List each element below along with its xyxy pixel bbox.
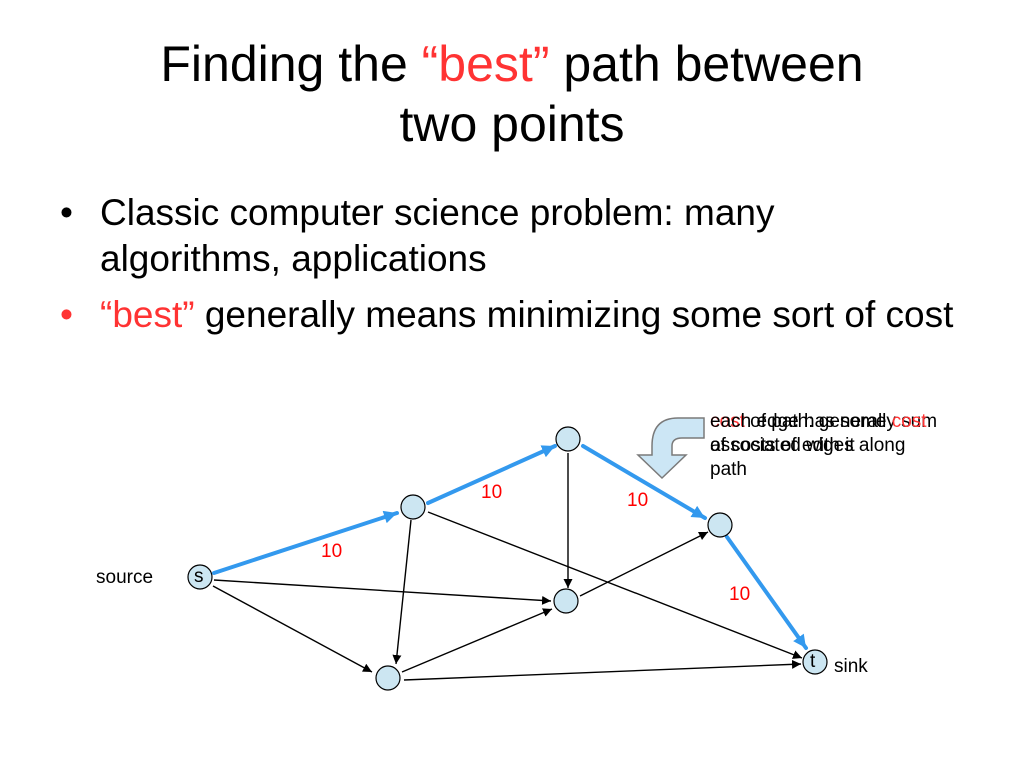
path-edge xyxy=(426,444,557,505)
node xyxy=(555,426,581,452)
title-prefix: Finding the xyxy=(160,36,422,92)
edge-weight: 10 xyxy=(321,541,343,562)
path-edge xyxy=(581,444,707,520)
path-edge xyxy=(725,535,808,650)
bullet-item-1: • Classic computer science problem: many… xyxy=(60,190,960,282)
edges-best-path xyxy=(212,444,808,650)
edges-black xyxy=(212,453,803,681)
edge xyxy=(213,579,552,605)
edge xyxy=(427,511,803,659)
bullet-text: Classic computer science problem: many a… xyxy=(100,192,775,279)
callout-path-cost: cost of path: generally sum of costs of … xyxy=(710,410,940,482)
edge xyxy=(392,519,412,665)
bullet-highlight: “best” xyxy=(100,294,195,335)
bullet-text: generally means minimizing some sort of … xyxy=(194,294,954,335)
node xyxy=(375,665,401,691)
nodes xyxy=(187,426,828,691)
edge-weight: 10 xyxy=(627,490,649,511)
callout-highlight: cost xyxy=(891,411,927,432)
callout-highlight: cost xyxy=(710,411,745,432)
callout-text: associated with it xyxy=(710,435,855,456)
node-label-s: s xyxy=(194,566,204,587)
callout-edge-cost: each edge has some cost associated with … xyxy=(710,410,970,458)
edge-weight: 10 xyxy=(481,482,503,503)
title-suffix: path between xyxy=(549,36,864,92)
callout-text: of path: generally sum of costs of edges… xyxy=(710,411,938,480)
node xyxy=(400,494,426,520)
bullet-glyph: • xyxy=(60,192,73,233)
node-label-t: t xyxy=(810,651,816,672)
edge-weight: 10 xyxy=(729,584,751,605)
title-line2: two points xyxy=(399,96,625,152)
edge xyxy=(212,585,373,673)
bullet-glyph: • xyxy=(60,294,73,335)
page-title: Finding the “best” path between two poin… xyxy=(60,34,964,154)
source-label: source xyxy=(96,567,154,588)
bullet-list: • Classic computer science problem: many… xyxy=(60,190,960,348)
edge xyxy=(579,531,709,597)
path-edge xyxy=(212,510,399,575)
node xyxy=(707,512,733,538)
bullet-item-2: • “best” generally means minimizing some… xyxy=(60,292,960,338)
title-highlight: “best” xyxy=(421,36,550,92)
sink-label: sink xyxy=(834,656,868,677)
node-sink xyxy=(802,649,828,675)
edge xyxy=(401,608,553,673)
callout-arrow-icon xyxy=(636,417,705,480)
callout-text: each edge has some xyxy=(710,411,892,432)
node-source xyxy=(187,564,213,590)
edge xyxy=(403,659,802,681)
node xyxy=(553,588,579,614)
